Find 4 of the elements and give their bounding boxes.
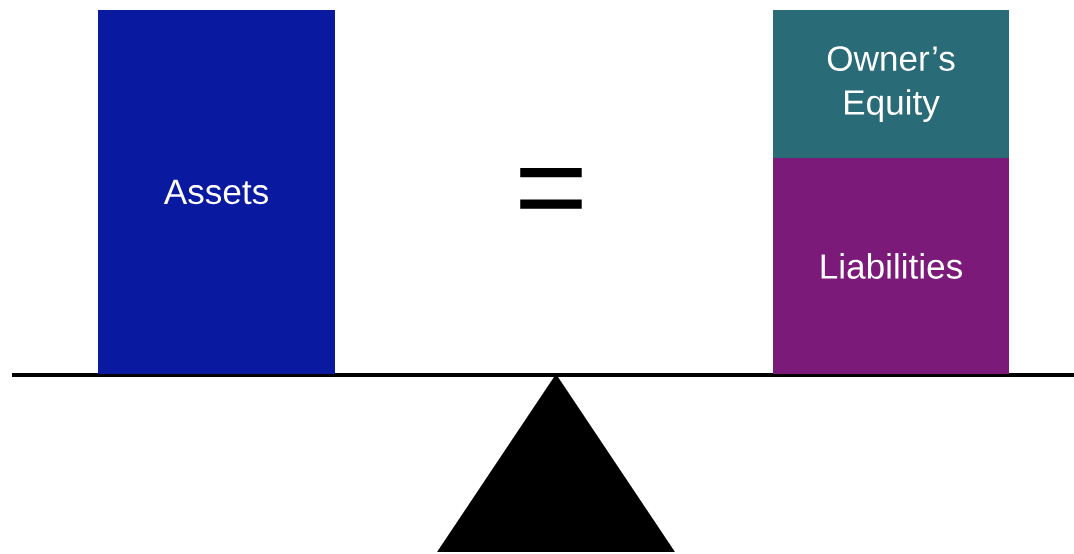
account-box: Liabilities xyxy=(773,158,1009,374)
equals-sign: = xyxy=(520,168,582,209)
account-box: Owner’s Equity xyxy=(773,10,1009,158)
account-box: Assets xyxy=(98,10,335,374)
